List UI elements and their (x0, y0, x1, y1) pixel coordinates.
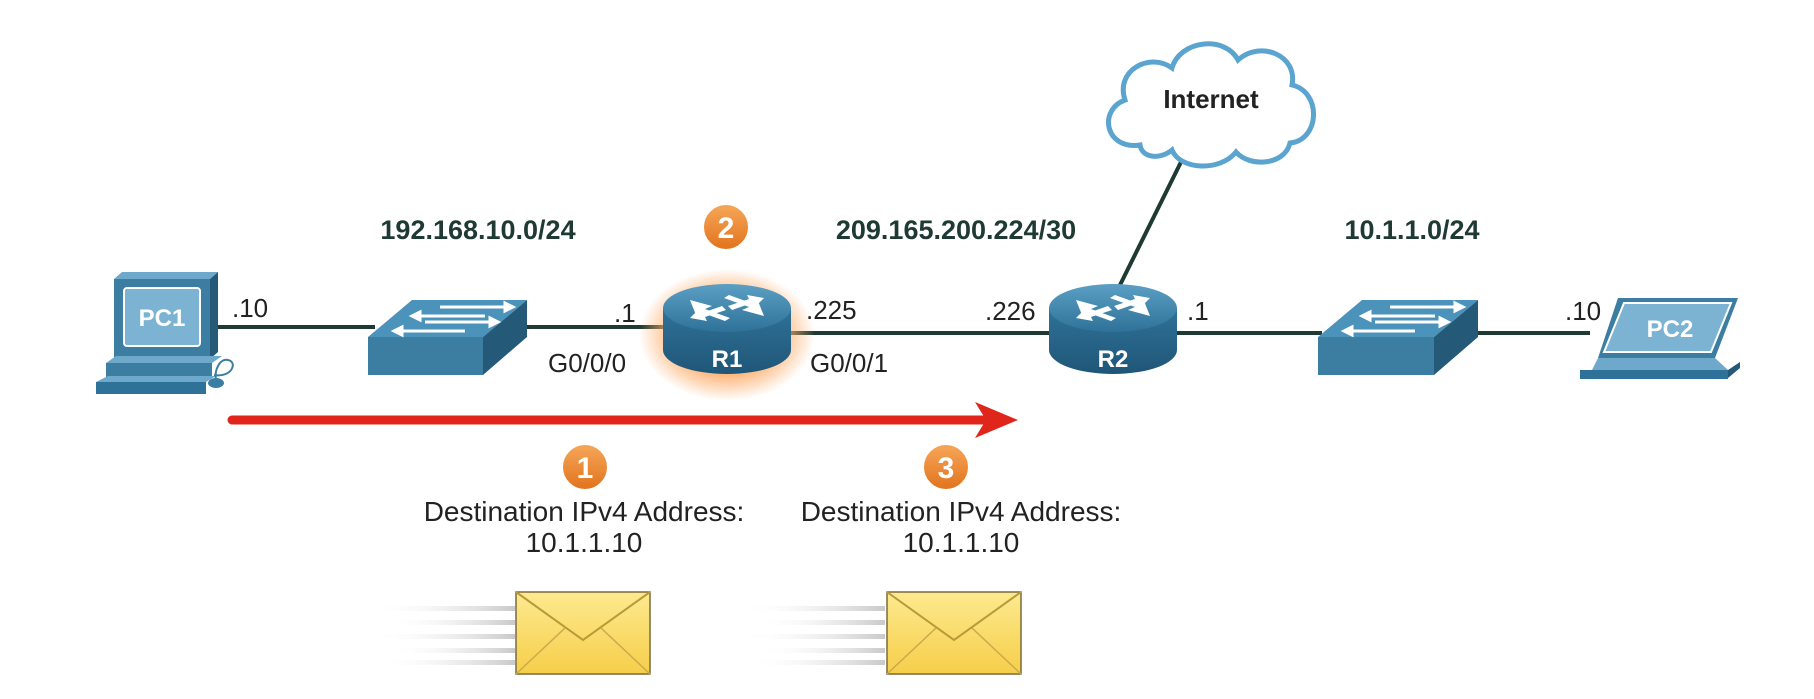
svg-text:2: 2 (718, 212, 735, 245)
pc1-label: PC1 (139, 305, 186, 332)
pc2-label: PC2 (1647, 316, 1694, 343)
r1-label: R1 (712, 346, 743, 373)
r1-interface-g001: G0/0/1 (810, 348, 888, 378)
r1-wan-address: .225 (806, 295, 857, 325)
pc2-icon: PC2 (1580, 298, 1740, 379)
r1-interface-g000: G0/0/0 (548, 348, 626, 378)
step-badge-1: 1 (561, 443, 609, 491)
network-label-lan2: 10.1.1.0/24 (1344, 215, 1479, 245)
r1-lan-address: .1 (614, 298, 636, 328)
r2-label: R2 (1098, 346, 1129, 373)
envelope-icon (740, 591, 1022, 675)
pc1-icon: PC1 (96, 272, 234, 394)
step-badge-2: 2 (702, 203, 750, 251)
internet-label: Internet (1163, 84, 1259, 114)
r1-icon: R1 (639, 269, 815, 401)
network-label-wan: 209.165.200.224/30 (836, 215, 1076, 245)
envelope-icon (370, 591, 651, 675)
r2-wan-address: .226 (985, 296, 1036, 326)
pc1-host-address: .10 (232, 293, 268, 323)
r2-icon: R2 (1049, 284, 1177, 374)
r2-lan-address: .1 (1187, 296, 1209, 326)
switch2-icon (1318, 300, 1478, 375)
internet-cloud: Internet (1106, 41, 1316, 169)
packet-3-dest-address: 10.1.1.10 (903, 527, 1020, 558)
packet-path-arrow (227, 402, 1018, 438)
link-r2-internet (1118, 159, 1184, 286)
packet-1-dest-address: 10.1.1.10 (526, 527, 643, 558)
network-label-lan1: 192.168.10.0/24 (380, 215, 575, 245)
links (218, 159, 1590, 335)
pc2-host-address: .10 (1565, 296, 1601, 326)
svg-text:1: 1 (577, 452, 594, 485)
packet-1-dest-label: Destination IPv4 Address: (424, 496, 745, 527)
step-badge-3: 3 (922, 443, 970, 491)
svg-text:3: 3 (938, 452, 955, 485)
switch1-icon (368, 300, 527, 375)
packet-3-dest-label: Destination IPv4 Address: (801, 496, 1122, 527)
